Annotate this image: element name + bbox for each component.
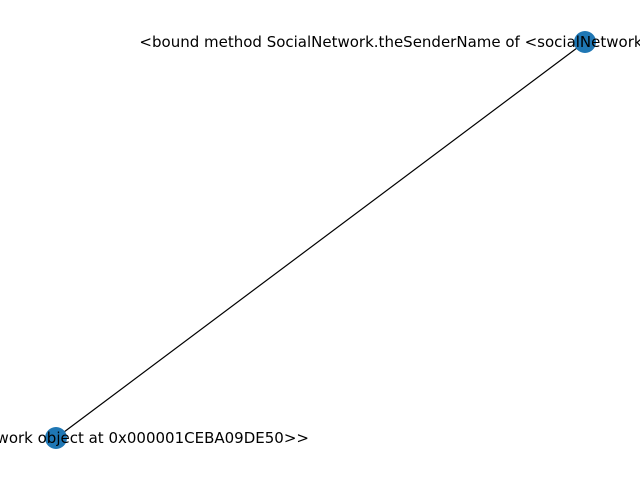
node-label-receiver: <socialNetwork.SocialNetwork object at 0… — [0, 429, 309, 447]
graph-edge — [55, 41, 586, 439]
graph-node-receiver — [45, 427, 67, 449]
graph-node-sender — [574, 31, 596, 53]
node-label-sender: <bound method SocialNetwork.theSenderNam… — [139, 33, 640, 51]
